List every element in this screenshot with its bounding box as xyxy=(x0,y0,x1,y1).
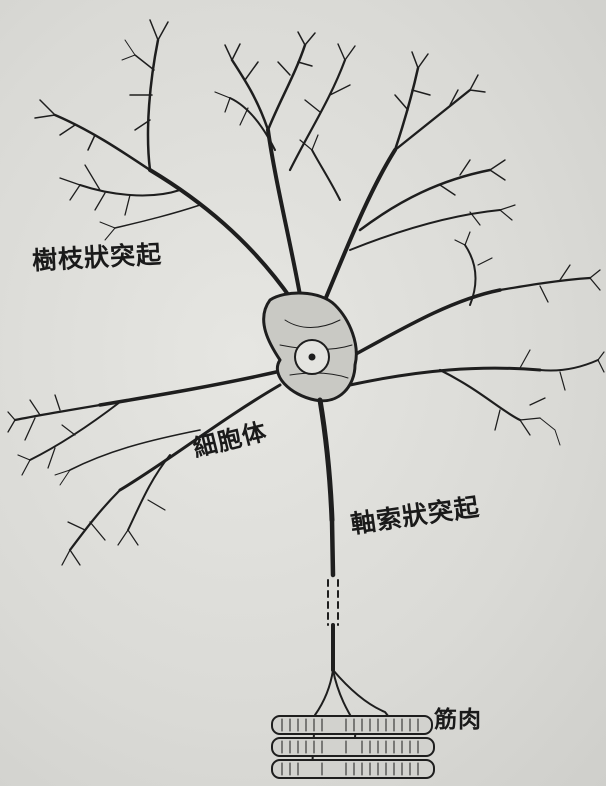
label-muscle: 筋肉 xyxy=(434,700,482,734)
dendrite-right xyxy=(345,232,604,445)
muscle-fibers xyxy=(272,716,434,778)
dendrite-upper-center xyxy=(215,32,355,295)
cell-body xyxy=(264,293,357,401)
label-dendrite: 樹枝狀突起 xyxy=(31,235,163,278)
nucleolus xyxy=(309,354,316,361)
dendrite-left xyxy=(8,370,285,565)
axon xyxy=(300,400,405,770)
